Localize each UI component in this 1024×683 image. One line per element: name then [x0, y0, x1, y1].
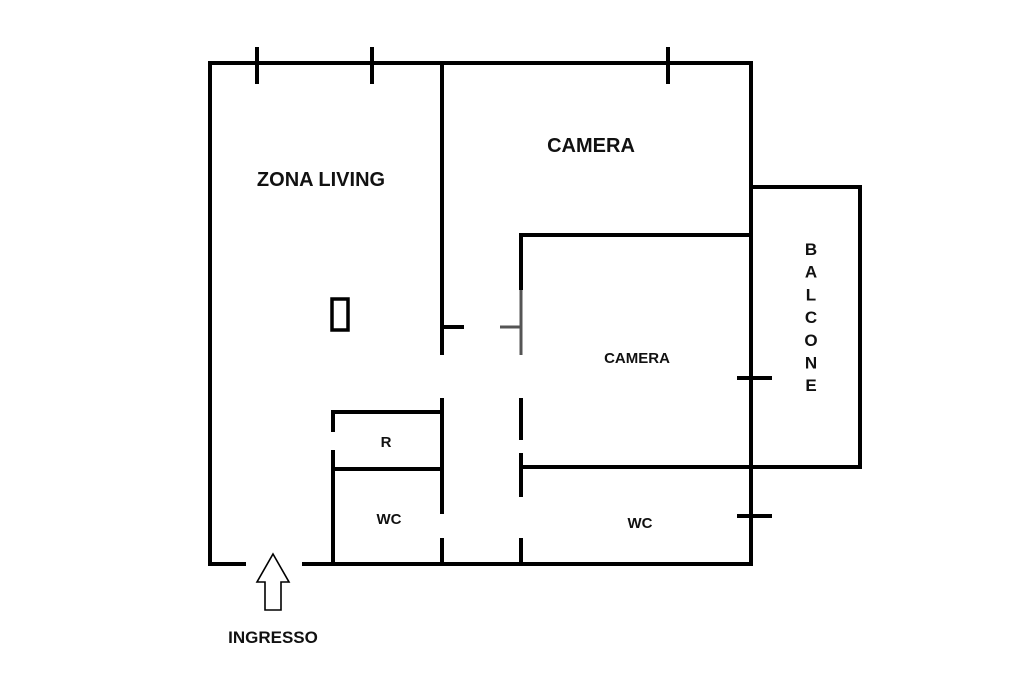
entrance-arrow-icon — [255, 552, 291, 611]
room-label-wc: WC — [377, 511, 402, 528]
window-marks — [255, 47, 772, 518]
balcone-letter: A — [805, 263, 817, 282]
room-label-camera: CAMERA — [604, 350, 670, 367]
balcone-letter: O — [804, 331, 817, 350]
room-label-camera: CAMERA — [547, 135, 635, 157]
interior-walls — [331, 63, 753, 566]
entrance-label: INGRESSO — [228, 628, 318, 647]
room-label-zona-living: ZONA LIVING — [257, 169, 385, 191]
balcony-outline — [751, 185, 862, 469]
balcone-letter: E — [805, 376, 816, 395]
room-label-storage: R — [381, 434, 392, 451]
balcone-letter: C — [805, 308, 817, 327]
balcone-letter: L — [806, 285, 816, 304]
balcone-letter: B — [805, 240, 817, 259]
outer-walls — [208, 61, 753, 566]
balcone-letter: N — [805, 354, 817, 373]
room-label-wc: WC — [628, 515, 653, 532]
column-symbol — [330, 297, 350, 332]
